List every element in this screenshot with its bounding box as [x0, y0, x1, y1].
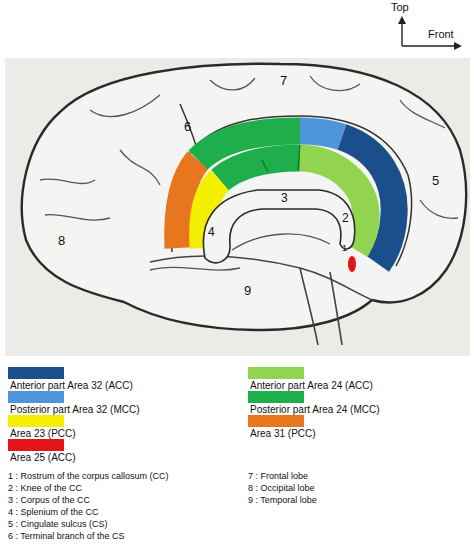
callout-number: 8 — [58, 234, 65, 248]
callout-number: 5 — [432, 174, 439, 188]
legend-text: Area 31 (PCC) — [250, 428, 316, 439]
key-note: 8 : Occipital lobe — [248, 484, 315, 494]
gyrus-line — [40, 76, 458, 270]
legend-swatch — [248, 391, 304, 403]
temporal-border — [150, 256, 372, 300]
callout-number: 4 — [208, 226, 215, 239]
callout-number: 9 — [244, 284, 251, 298]
legend-text: Anterior part Area 24 (ACC) — [250, 380, 373, 391]
callout-number: 3 — [281, 192, 288, 205]
legend-swatch — [8, 415, 64, 427]
key-note: 4 : Splenium of the CC — [8, 508, 99, 518]
legend-swatch — [248, 367, 304, 379]
callout-number: 6 — [184, 120, 191, 134]
callout-number: 2 — [342, 212, 349, 225]
legend-text: Area 25 (ACC) — [10, 452, 76, 463]
axis-arrow — [401, 18, 402, 46]
corpus-callosum — [203, 190, 354, 263]
paper-background — [5, 58, 470, 356]
area-32-posterior — [300, 131, 342, 137]
legend-text: Posterior part Area 24 (MCC) — [250, 404, 380, 415]
key-note: 7 : Frontal lobe — [248, 472, 308, 482]
legend-swatch — [248, 415, 304, 427]
brainstem — [300, 268, 342, 345]
area-24-posterior — [220, 158, 300, 180]
key-note: 3 : Corpus of the CC — [8, 496, 90, 506]
legend-swatch — [8, 439, 64, 451]
key-note: 1 : Rostrum of the corpus callosum (CC) — [8, 472, 169, 482]
brain-outline — [22, 64, 466, 330]
callout-number: 1 — [342, 244, 347, 254]
cingulate-sulcus — [171, 116, 411, 266]
terminal-branch — [180, 104, 196, 146]
legend-text: Posterior part Area 32 (MCC) — [10, 404, 140, 415]
key-note: 6 : Terminal branch of the CS — [8, 532, 124, 542]
legend-text: Area 23 (PCC) — [10, 428, 76, 439]
axis-label: Front — [428, 28, 454, 40]
key-note: 2 : Knee of the CC — [8, 484, 82, 494]
axis-arrow — [402, 45, 460, 46]
legend-text: Anterior part Area 32 (ACC) — [10, 380, 133, 391]
key-note: 9 : Temporal lobe — [248, 496, 317, 506]
key-note: 5 : Cingulate sulcus (CS) — [8, 520, 108, 530]
callout-number: 7 — [280, 74, 287, 88]
legend-swatch — [8, 391, 64, 403]
sulcus-line — [262, 145, 300, 172]
fornix-line — [232, 234, 330, 250]
axis-label: Top — [391, 1, 409, 13]
area-25 — [348, 256, 356, 272]
legend-swatch — [8, 367, 64, 379]
